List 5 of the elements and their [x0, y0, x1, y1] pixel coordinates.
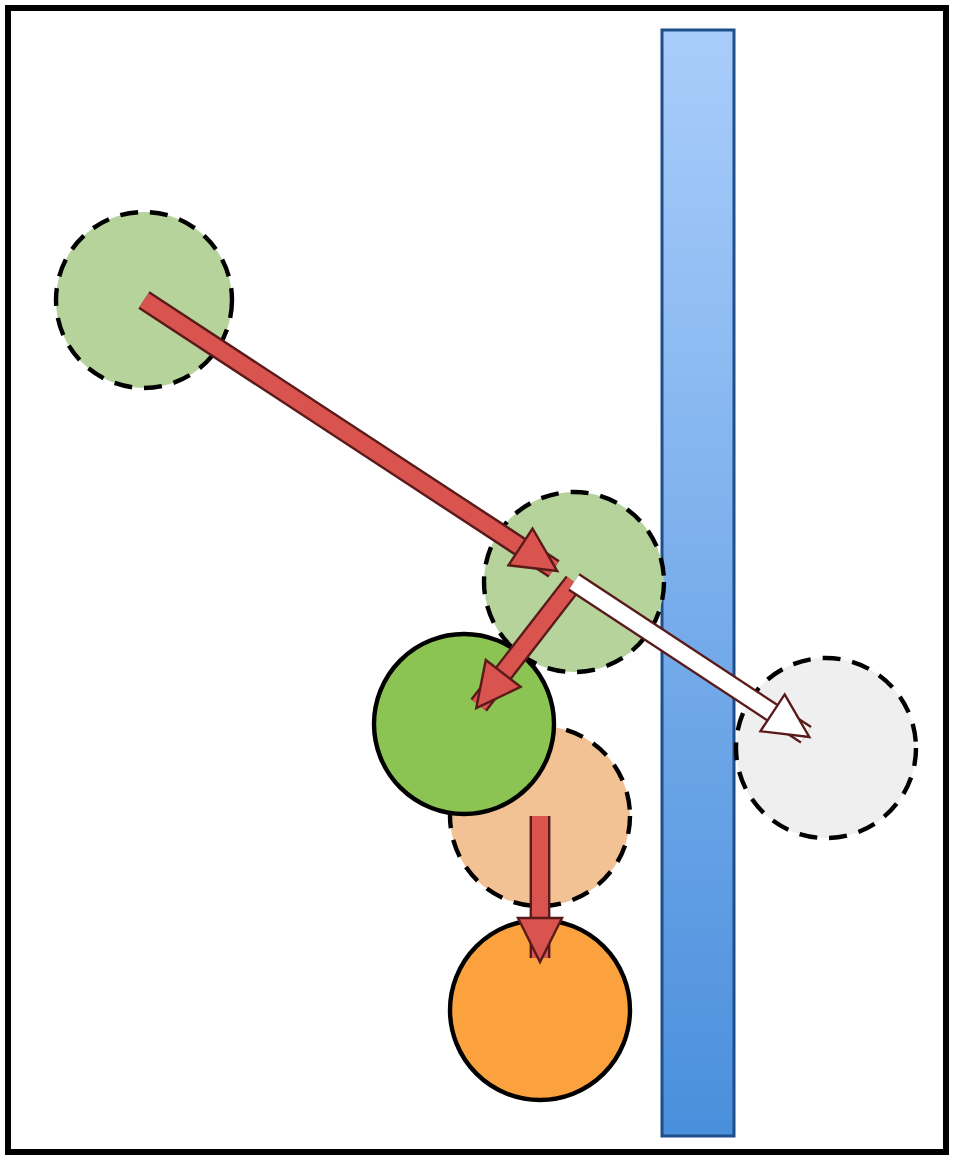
circle [733, 655, 919, 841]
circle [371, 631, 557, 817]
circle [481, 489, 667, 675]
circle [447, 917, 633, 1103]
circle [53, 209, 235, 391]
